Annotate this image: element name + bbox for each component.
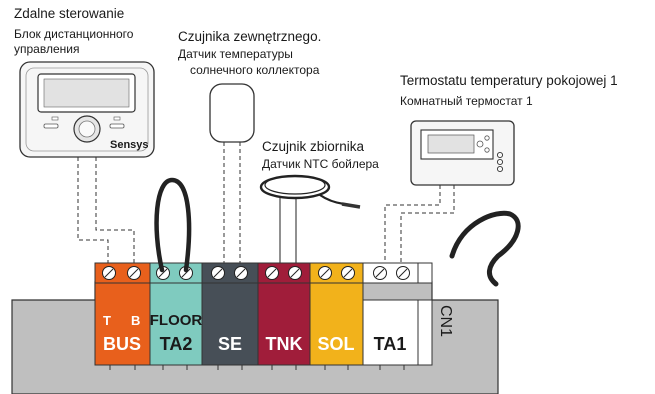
block-sol xyxy=(309,282,364,366)
remote-label-pl: Zdalne sterowanie xyxy=(14,6,125,21)
remote-control-device: Sensys xyxy=(19,61,155,158)
terminal-label-blocks xyxy=(94,282,433,370)
se-label: SE xyxy=(218,334,242,354)
block-se xyxy=(201,282,259,366)
tnk-label: TNK xyxy=(266,334,303,354)
thermostat-label-ru: Комнатный термостат 1 xyxy=(400,94,533,108)
bus-sub-t: T xyxy=(103,313,111,328)
room-thermostat xyxy=(410,120,515,186)
remote-label-ru-1: Блок дистанционного xyxy=(14,27,134,41)
cn1-label: CN1 xyxy=(437,305,454,337)
sol-label: SOL xyxy=(317,334,354,354)
ext-sensor-label-pl: Czujnika zewnętrznego. xyxy=(178,29,322,44)
thermostat-label-pl: Termostatu temperatury pokojowej 1 xyxy=(400,73,618,88)
tank-sensor-label-pl: Czujnik zbiornika xyxy=(262,139,365,154)
block-bus xyxy=(94,282,151,366)
ext-sensor-label-ru-2: солнечного коллектора xyxy=(190,63,320,77)
block-ta1 xyxy=(362,299,419,366)
ta2-label: TA2 xyxy=(160,334,193,354)
bus-sub-b: B xyxy=(131,313,140,328)
block-tnk xyxy=(257,282,311,366)
tank-sensor-label-ru: Датчик NTC бойлера xyxy=(262,157,379,171)
ext-sensor-label-ru-1: Датчик температуры xyxy=(178,47,293,61)
ta1-label: TA1 xyxy=(374,334,407,354)
external-sensor xyxy=(209,83,255,143)
loose-jumper-wire xyxy=(449,210,521,287)
ta2-floor-label: FLOOR xyxy=(150,312,203,329)
tank-sensor-probe xyxy=(259,174,361,268)
sensys-brand: Sensys xyxy=(110,139,149,151)
block-ta2 xyxy=(149,282,203,366)
screw-terminals xyxy=(102,266,410,280)
bus-label: BUS xyxy=(103,334,141,354)
ta2-jumper-wire xyxy=(154,177,192,273)
remote-label-ru-2: управления xyxy=(14,42,80,56)
